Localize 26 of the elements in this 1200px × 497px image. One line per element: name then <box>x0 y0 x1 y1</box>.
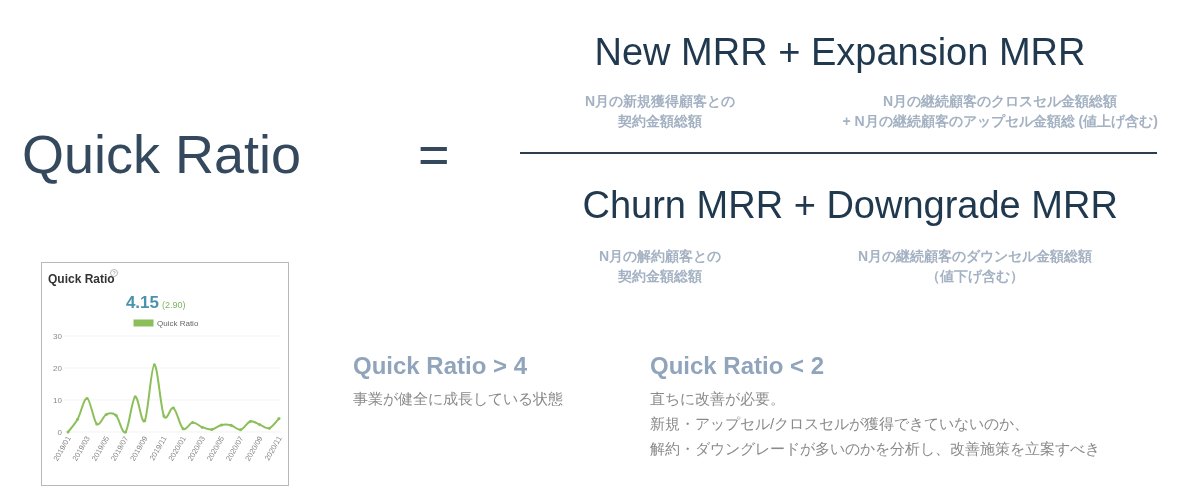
chart-title: Quick Ratio <box>48 272 115 286</box>
description-text: 直ちに改善が必要。 <box>650 390 785 408</box>
numerator-text: New MRR + Expansion MRR <box>594 30 1086 75</box>
value-text: (2.90) <box>162 300 186 310</box>
value-text: 4.15 <box>125 293 159 312</box>
denominator-text: Churn MRR + Downgrade MRR <box>582 183 1118 228</box>
axis-label: 10 <box>53 396 62 405</box>
term-description: （値下げ含む） <box>926 268 1024 285</box>
description-text: 解約・ダウングレードが多いのかを分析し、改善施策を立案すべき <box>650 440 1100 458</box>
term-description: N月の継続顧客のダウンセル金額総額 <box>858 248 1093 265</box>
term-description: 契約金額総額 <box>618 268 702 285</box>
axis-label: 0 <box>57 428 62 437</box>
equals-sign: = <box>418 123 450 186</box>
term-description: + N月の継続顧客のアップセル金額総 (値上げ含む) <box>842 113 1158 130</box>
axis-label: 20 <box>53 364 62 373</box>
description-text: 新規・アップセル/クロスセルが獲得できていないのか、 <box>650 415 1030 433</box>
formula-label: Quick Ratio <box>22 123 302 186</box>
legend-label: Quick Ratio <box>157 319 199 328</box>
term-description: N月の新規獲得顧客との <box>585 93 736 110</box>
term-description: 契約金額総額 <box>618 113 702 130</box>
threshold-heading: Quick Ratio < 2 <box>650 352 825 381</box>
description-text: 事業が健全に成長している状態 <box>353 390 563 408</box>
threshold-heading: Quick Ratio > 4 <box>353 352 528 381</box>
term-description: N月の解約顧客との <box>599 248 722 265</box>
axis-label: 30 <box>53 332 62 341</box>
term-description: N月の継続顧客のクロスセル金額総額 <box>883 93 1118 110</box>
